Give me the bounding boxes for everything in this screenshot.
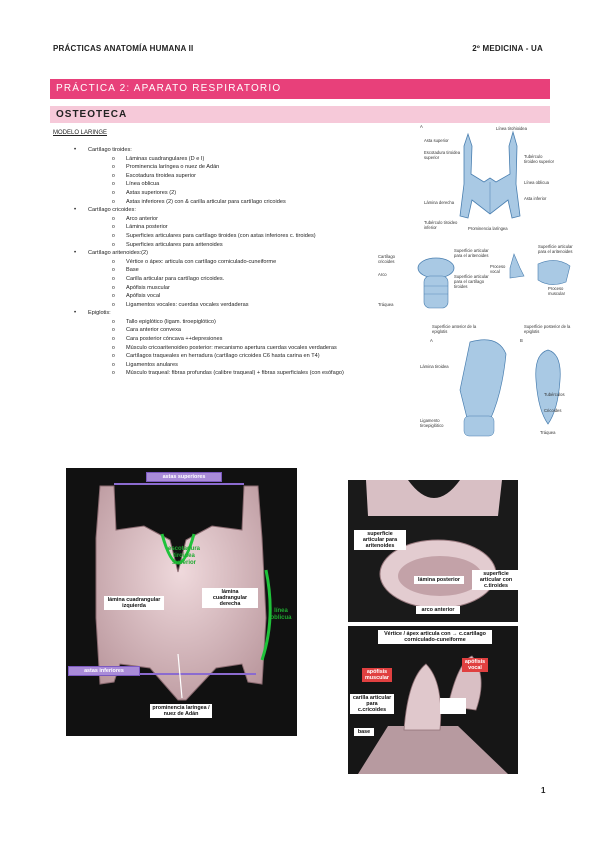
outline-item: Astas superiores (2) <box>88 189 394 198</box>
outline-item: Cara anterior convexa <box>88 326 394 335</box>
outline-item: Cara posterior cóncava ++depresiones <box>88 335 394 344</box>
outline-item: Vértice o ápex: articula con cartílago c… <box>88 258 394 267</box>
label-vertice: Vértice / ápex articula con → c.cartílag… <box>378 630 492 644</box>
photo-arytenoid: Vértice / ápex articula con → c.cartílag… <box>348 626 518 774</box>
fig-label: Superficie articular para el aritenoides <box>538 244 573 254</box>
arytenoid-model <box>358 655 508 774</box>
fig-label: Tráquea <box>378 302 394 307</box>
outline-group: Cartílago tiroides: Láminas cuadrangular… <box>74 146 394 206</box>
fig-label: Ligamento tiroepiglótico <box>420 418 444 428</box>
cricoid-drawing <box>417 253 571 309</box>
outline-item: Carilla articular para cartílago cricoid… <box>88 275 394 284</box>
outline-item: Apófisis vocal <box>88 292 394 301</box>
outline-group: Epiglotis: Tallo epiglótico (ligam. tiro… <box>74 309 394 378</box>
fig-letter: A <box>420 124 423 129</box>
outline-item: Tallo epiglótico (ligam. tiroepiglótico) <box>88 318 394 327</box>
thyroid-drawing <box>459 130 521 219</box>
page-number: 1 <box>541 786 546 795</box>
header-right: 2º MEDICINA - UA <box>472 44 543 53</box>
label-escotadura: escotadura tiroidea superior <box>167 546 200 566</box>
header-left: PRÁCTICAS ANATOMÍA HUMANA II <box>53 44 194 53</box>
outline: Cartílago tiroides: Láminas cuadrangular… <box>74 146 394 378</box>
fig-label: Tráquea <box>540 430 556 435</box>
outline-item: Arco anterior <box>88 215 394 224</box>
label-prominencia: prominencia laríngea / nuez de Adán <box>150 704 212 718</box>
outline-item: Apófisis muscular <box>88 284 394 293</box>
label-linea-oblicua: línea oblicua <box>270 608 292 621</box>
outline-item: Ligamentos vocales: cuerdas vocales verd… <box>88 301 394 310</box>
label-superficie-aritenoides: superficie articular para aritenoides <box>354 530 406 550</box>
fig-letter: B <box>520 338 523 343</box>
outline-item: Escotadura tiroidea superior <box>88 172 394 181</box>
thyroid-illustration: A Línea tirohioidea Asta superior Escota… <box>420 124 556 234</box>
photo-cricoid: superficie articular para aritenoides lá… <box>348 480 520 622</box>
label-lamina-izquierda: lámina cuadrangular izquierda <box>104 596 164 610</box>
label-astas-superiores: astas superiores <box>146 472 222 482</box>
label-apofisis-vocal: apófisis vocal <box>462 658 488 672</box>
outline-item: Superficies articulares para cartílago t… <box>88 232 394 241</box>
outline-item: Cartílagos traqueales en herradura (cart… <box>88 352 394 361</box>
fig-label: Superficie anterior de la epiglotis <box>432 324 477 334</box>
photo-thyroid: astas superiores escotadura tiroidea sup… <box>66 468 297 736</box>
outline-group: Cartílago cricoides: Arco anterior Lámin… <box>74 206 394 249</box>
fig-label: Línea tirohioidea <box>496 126 527 131</box>
label-base: base <box>354 728 374 736</box>
outline-item: Base <box>88 266 394 275</box>
fig-label: Prominencia laríngea <box>468 226 508 231</box>
outline-item: Músculo traqueal: fibras profundas (cali… <box>88 369 394 378</box>
fig-label: Superficie posterior de la epiglotis <box>524 324 571 334</box>
fig-label: Tubérculos <box>544 392 565 397</box>
label-arco-anterior: arco anterior <box>416 606 460 614</box>
epiglottis-illustration: A B Superficie anterior de la epiglotis … <box>420 324 586 440</box>
fig-label: Cartílago cricoides <box>378 254 395 264</box>
outline-item: Lámina posterior <box>88 223 394 232</box>
label-lamina-posterior: lámina posterior <box>414 576 464 584</box>
label-astas-inferiores: astas inferiores <box>68 666 140 676</box>
fig-label: Cricoides <box>544 408 562 413</box>
outline-item: Prominencia laríngea o nuez de Adán <box>88 163 394 172</box>
outline-item: Músculo cricoaritenoideo posterior: meca… <box>88 344 394 353</box>
fig-label: Arco <box>378 272 387 277</box>
outline-group: Cartílago aritenoides:(2) Vértice o ápex… <box>74 249 394 309</box>
thyroid-model <box>95 483 272 701</box>
fig-label: Asta inferior <box>524 196 547 201</box>
outline-item: Superficies articulares para aritenoides <box>88 241 394 250</box>
subtitle: MODELO LARINGE <box>53 130 108 136</box>
fig-label: Línea oblicua <box>524 180 549 185</box>
fig-label: Escotadura tiroidea superior <box>424 150 461 160</box>
fig-label: Proceso vocal <box>490 264 506 274</box>
label-lamina-derecha: lámina cuadrangular derecha <box>202 588 258 608</box>
fig-label: Lámina derecha <box>424 200 455 205</box>
fig-letter: A <box>430 338 433 343</box>
practice-title-bar: PRÁCTICA 2: APARATO RESPIRATORIO <box>50 79 550 99</box>
fig-label: Asta superior <box>424 138 449 143</box>
fig-label: Tubérculo tiroideo superior <box>524 154 555 164</box>
label-superficie-tiroides: superficie articular con c.tiroides <box>472 570 520 590</box>
label-apofisis-muscular: apófisis muscular <box>362 668 392 682</box>
label-carilla: carilla articular para c.cricoides <box>350 694 394 714</box>
cricoid-illustration: Cartílago cricoides Arco Tráquea Superfi… <box>378 244 578 314</box>
epiglottis-drawing <box>459 339 561 437</box>
outline-list: Cartílago tiroides: Láminas cuadrangular… <box>74 146 394 378</box>
outline-item: Láminas cuadrangulares (D e I) <box>88 155 394 164</box>
fig-label: Superficie articular para el aritenoides <box>454 248 489 258</box>
fig-label: Tubérculo tiroideo inferior <box>424 220 458 230</box>
fig-label: Superficie articular para el cartílago t… <box>454 274 489 289</box>
section-bar: OSTEOTECA <box>50 106 550 123</box>
outline-item: Astas inferiores (2) con & carilla artic… <box>88 198 394 207</box>
fig-label: Proceso muscular <box>548 286 565 296</box>
outline-item: Línea oblicua <box>88 180 394 189</box>
cricoid-model <box>366 480 502 609</box>
fig-label: Lámina tiroidea <box>420 364 449 369</box>
outline-item: Ligamentos anulares <box>88 361 394 370</box>
